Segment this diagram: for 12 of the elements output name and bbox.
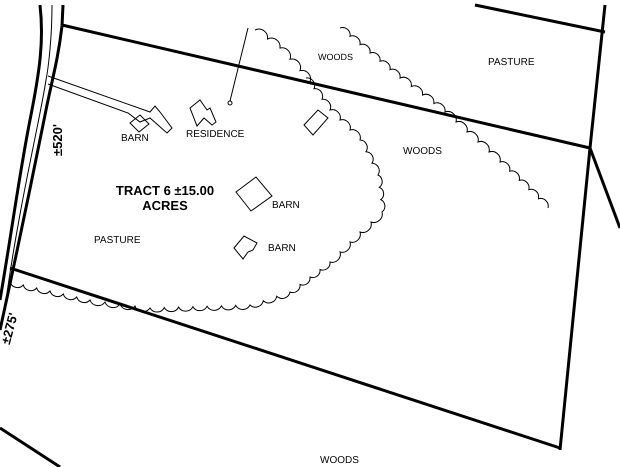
area-label: WOODS [318,52,353,63]
area-label: WOODS [403,146,442,158]
area-label: WOODS [320,455,359,467]
building-label: BARN [268,243,296,255]
building-label: RESIDENCE [186,129,244,141]
dimension-label: ±520' [50,124,65,156]
dimension-label: ±275' [0,311,21,346]
area-label: PASTURE [94,235,140,247]
building-label: BARN [272,200,300,212]
tract-label: TRACT 6 ±15.00 ACRES [115,183,215,213]
building-label: BARN [121,133,149,145]
area-label: PASTURE [488,57,534,69]
